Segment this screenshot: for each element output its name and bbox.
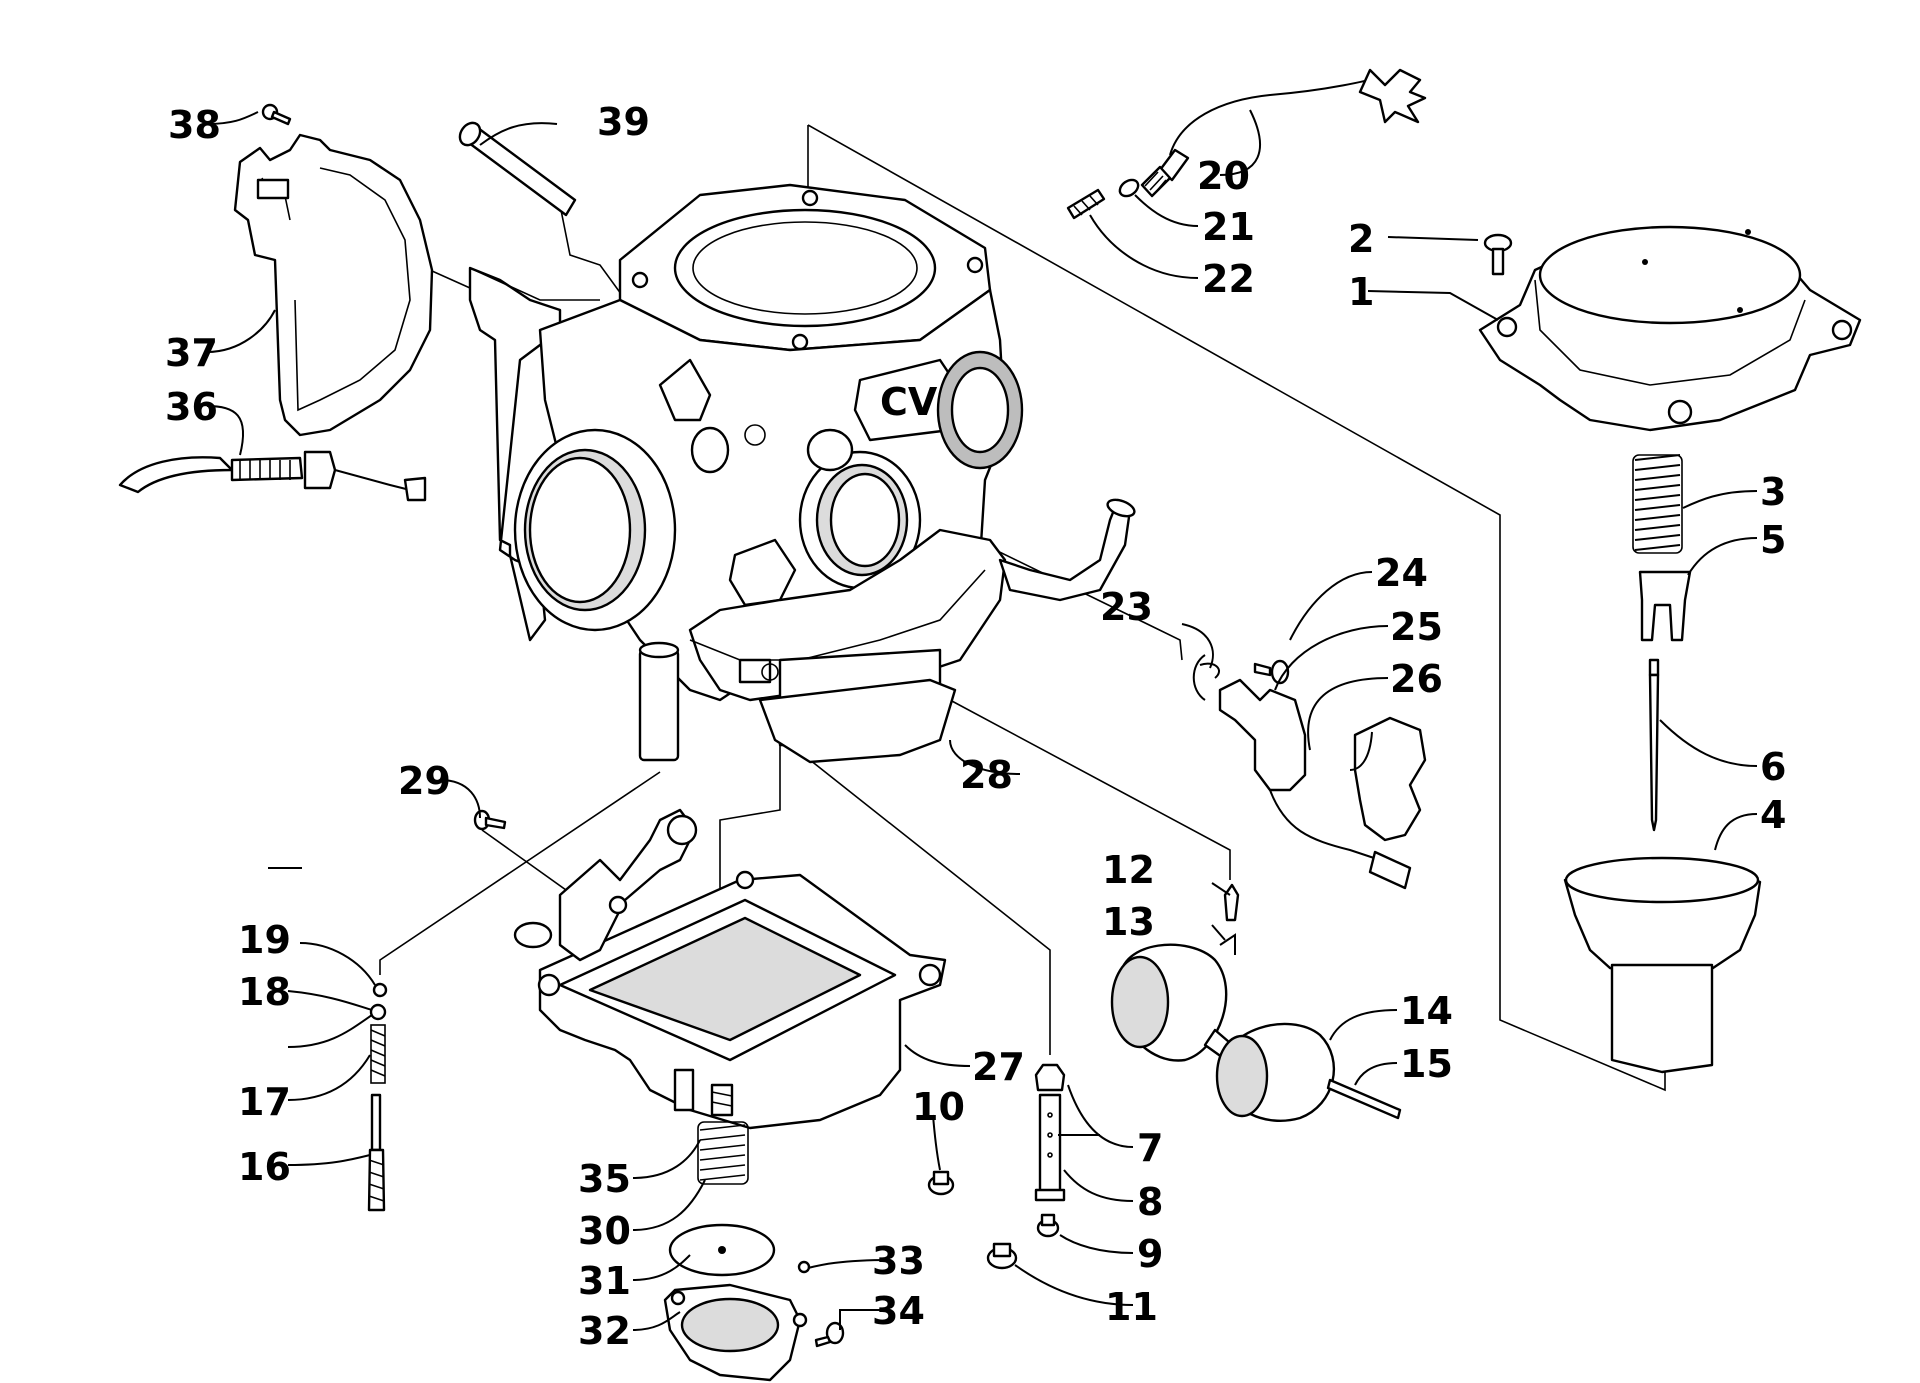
washer: [1118, 178, 1140, 198]
callout-22: 22: [1202, 257, 1255, 301]
callout-8: 8: [1137, 1180, 1163, 1224]
callout-5: 5: [1760, 518, 1786, 562]
callout-28: 28: [960, 753, 1013, 797]
diaphragm-slide: [1563, 856, 1762, 1074]
callout-19: 19: [238, 918, 291, 962]
choke-screw: [1253, 659, 1290, 685]
jet-needle: [1648, 658, 1660, 832]
float-bowl: [537, 870, 947, 1130]
o-ring-small: [797, 1260, 811, 1274]
float-needle-valve: [1223, 883, 1240, 922]
callout-3: 3: [1760, 470, 1786, 514]
callout-24: 24: [1375, 551, 1428, 595]
pump-cover: [663, 1283, 808, 1382]
pump-spring: [697, 1121, 749, 1185]
needle-clip: [1219, 933, 1236, 955]
callout-6: 6: [1760, 745, 1786, 789]
callout-12: 12: [1102, 848, 1155, 892]
pilot-screw: [1066, 188, 1106, 220]
top-cap: [1478, 225, 1862, 432]
callout-13: 13: [1102, 900, 1155, 944]
choke-clip: [1192, 654, 1220, 701]
float-pin: [1326, 1078, 1402, 1120]
pilot-jet: [1036, 1213, 1060, 1238]
callout-32: 32: [578, 1309, 631, 1353]
callout-27: 27: [972, 1045, 1025, 1089]
needle-retainer: [1638, 570, 1692, 642]
choke-knob: [1353, 716, 1427, 842]
carb-side-cover: [233, 133, 434, 437]
cable-adjuster-screw: [1140, 165, 1172, 198]
throttle-cable: [1158, 68, 1427, 182]
vent-hose: [458, 121, 577, 217]
callout-10: 10: [912, 1085, 965, 1129]
pump-cover-screw: [814, 1321, 845, 1348]
pilot-screw-spring: [370, 1024, 386, 1084]
callout-11: 11: [1105, 1285, 1158, 1329]
pilot-adjust-screw: [367, 1093, 386, 1212]
callout-2: 2: [1348, 217, 1374, 261]
callout-38: 38: [168, 103, 221, 147]
callout-30: 30: [578, 1209, 631, 1253]
callout-26: 26: [1390, 657, 1443, 701]
main-jet: [1034, 1063, 1066, 1092]
callout-4: 4: [1760, 793, 1786, 837]
callout-31: 31: [578, 1259, 631, 1303]
callout-14: 14: [1400, 989, 1453, 1033]
callout-labels: 1 2 3 4 5 6 7 8 9 10 11 12 13 14 15 16 1…: [165, 100, 1786, 1353]
callout-34: 34: [872, 1289, 925, 1333]
choke-cable: [118, 450, 427, 502]
callout-7: 7: [1137, 1126, 1163, 1170]
float-assembly: [1110, 943, 1336, 1122]
callout-36: 36: [165, 385, 218, 429]
top-cap-screw: [1483, 233, 1513, 276]
choke-valve-assembly: [1218, 678, 1412, 890]
float-bowl-gasket: [758, 678, 957, 764]
callout-1: 1: [1348, 270, 1374, 314]
callout-17: 17: [238, 1080, 291, 1124]
callout-20: 20: [1197, 154, 1250, 198]
pump-diaphragm: [668, 1223, 776, 1277]
float-bracket-screw: [473, 809, 507, 831]
callout-35: 35: [578, 1157, 631, 1201]
callout-23: 23: [1100, 585, 1153, 629]
needle-jet: [1034, 1093, 1066, 1202]
callout-16: 16: [238, 1145, 291, 1189]
callout-39: 39: [597, 100, 650, 144]
o-ring: [372, 982, 388, 998]
callout-9: 9: [1137, 1232, 1163, 1276]
callout-18: 18: [238, 970, 291, 1014]
pump-rod: [710, 1083, 734, 1117]
leader-lines: [206, 109, 1758, 1331]
slide-spring: [1632, 454, 1683, 554]
drain-plug-11: [986, 1242, 1018, 1270]
callout-29: 29: [398, 759, 451, 803]
callout-15: 15: [1400, 1042, 1453, 1086]
callout-25: 25: [1390, 605, 1443, 649]
callout-33: 33: [872, 1239, 925, 1283]
float-arm-bracket: [513, 808, 698, 962]
callout-37: 37: [165, 331, 218, 375]
cover-screw: [261, 103, 292, 126]
drain-plug-10: [927, 1170, 955, 1196]
washer-small: [369, 1003, 387, 1021]
callout-21: 21: [1202, 205, 1255, 249]
carburetor-body: CVK: [468, 183, 1136, 762]
